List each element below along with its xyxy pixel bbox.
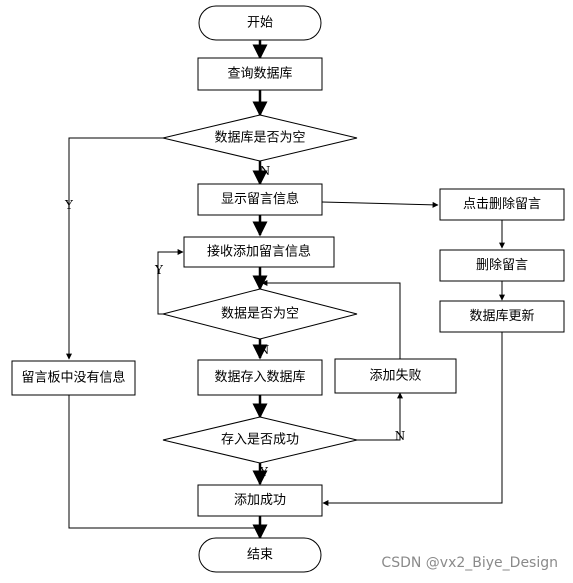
delete-message-node: 删除留言 xyxy=(439,249,565,282)
receive-add-node: 接收添加留言信息 xyxy=(183,236,335,268)
connectors xyxy=(66,36,505,540)
click-delete-box xyxy=(439,188,565,221)
store-db-box xyxy=(197,359,323,396)
click-delete-node: 点击删除留言 xyxy=(439,188,565,221)
db-update-box xyxy=(439,300,565,333)
store-success-label: 存入是否成功 xyxy=(221,433,299,448)
watermark: CSDN @vx2_Biye_Design xyxy=(381,555,558,571)
store-success-diamond xyxy=(162,416,358,464)
store-db-node: 数据存入数据库 xyxy=(197,359,323,396)
delete-message-box xyxy=(439,249,565,282)
db-empty-diamond xyxy=(162,114,358,162)
store-db-label: 数据存入数据库 xyxy=(214,369,305,385)
db-empty-decision: 数据库是否为空 xyxy=(162,114,358,162)
end-label: 结束 xyxy=(247,548,273,563)
query-db-node: 查询数据库 xyxy=(197,57,323,91)
receive-add-label: 接收添加留言信息 xyxy=(207,244,311,260)
data-empty-label: 数据是否为空 xyxy=(221,307,299,322)
delete-message-label: 删除留言 xyxy=(476,258,528,273)
no-messages-label: 留言板中没有信息 xyxy=(21,370,125,386)
store-success-decision: 存入是否成功 xyxy=(162,416,358,464)
db-empty-label: 数据库是否为空 xyxy=(214,130,305,146)
query-db-box xyxy=(197,57,323,91)
db-update-node: 数据库更新 xyxy=(439,300,565,333)
receive-add-box xyxy=(183,236,335,268)
label-db-empty-yes: Y xyxy=(64,198,74,212)
show-messages-label: 显示留言信息 xyxy=(221,191,299,207)
show-messages-box xyxy=(197,183,323,216)
show-messages-node: 显示留言信息 xyxy=(197,183,323,216)
db-update-label: 数据库更新 xyxy=(469,308,534,324)
data-empty-decision: 数据是否为空 xyxy=(162,288,358,340)
label-db-empty-no: N xyxy=(260,164,271,178)
edge-datacheck-yes xyxy=(157,251,182,315)
data-empty-diamond xyxy=(162,288,358,340)
label-data-empty-yes: Y xyxy=(154,263,164,277)
click-delete-label: 点击删除留言 xyxy=(463,197,541,212)
start-terminator xyxy=(198,5,322,41)
no-messages-node: 留言板中没有信息 xyxy=(11,360,136,396)
start-node: 开始 xyxy=(198,5,322,41)
edge-nomsg-end xyxy=(68,395,260,529)
edge-successcheck-no xyxy=(356,394,401,441)
label-store-success-yes: Y xyxy=(259,465,269,479)
edge-failed-datacheck xyxy=(262,282,401,359)
add-failed-label: 添加失败 xyxy=(369,369,421,384)
no-messages-box xyxy=(11,360,136,396)
query-db-label: 查询数据库 xyxy=(227,66,292,82)
add-failed-node: 添加失败 xyxy=(334,358,457,394)
edge-show-clickdelete xyxy=(321,201,439,208)
add-success-label: 添加成功 xyxy=(234,493,286,508)
end-node: 结束 xyxy=(198,537,322,573)
add-failed-box xyxy=(334,358,457,394)
add-success-box xyxy=(197,484,323,517)
start-label: 开始 xyxy=(247,16,273,31)
edge-update-added xyxy=(324,332,503,504)
add-success-node: 添加成功 xyxy=(197,484,323,517)
label-data-empty-no: N xyxy=(259,343,270,357)
label-store-fail-no: N xyxy=(395,429,406,443)
edge-dbcheck-yes xyxy=(68,137,165,358)
end-terminator xyxy=(198,537,322,573)
